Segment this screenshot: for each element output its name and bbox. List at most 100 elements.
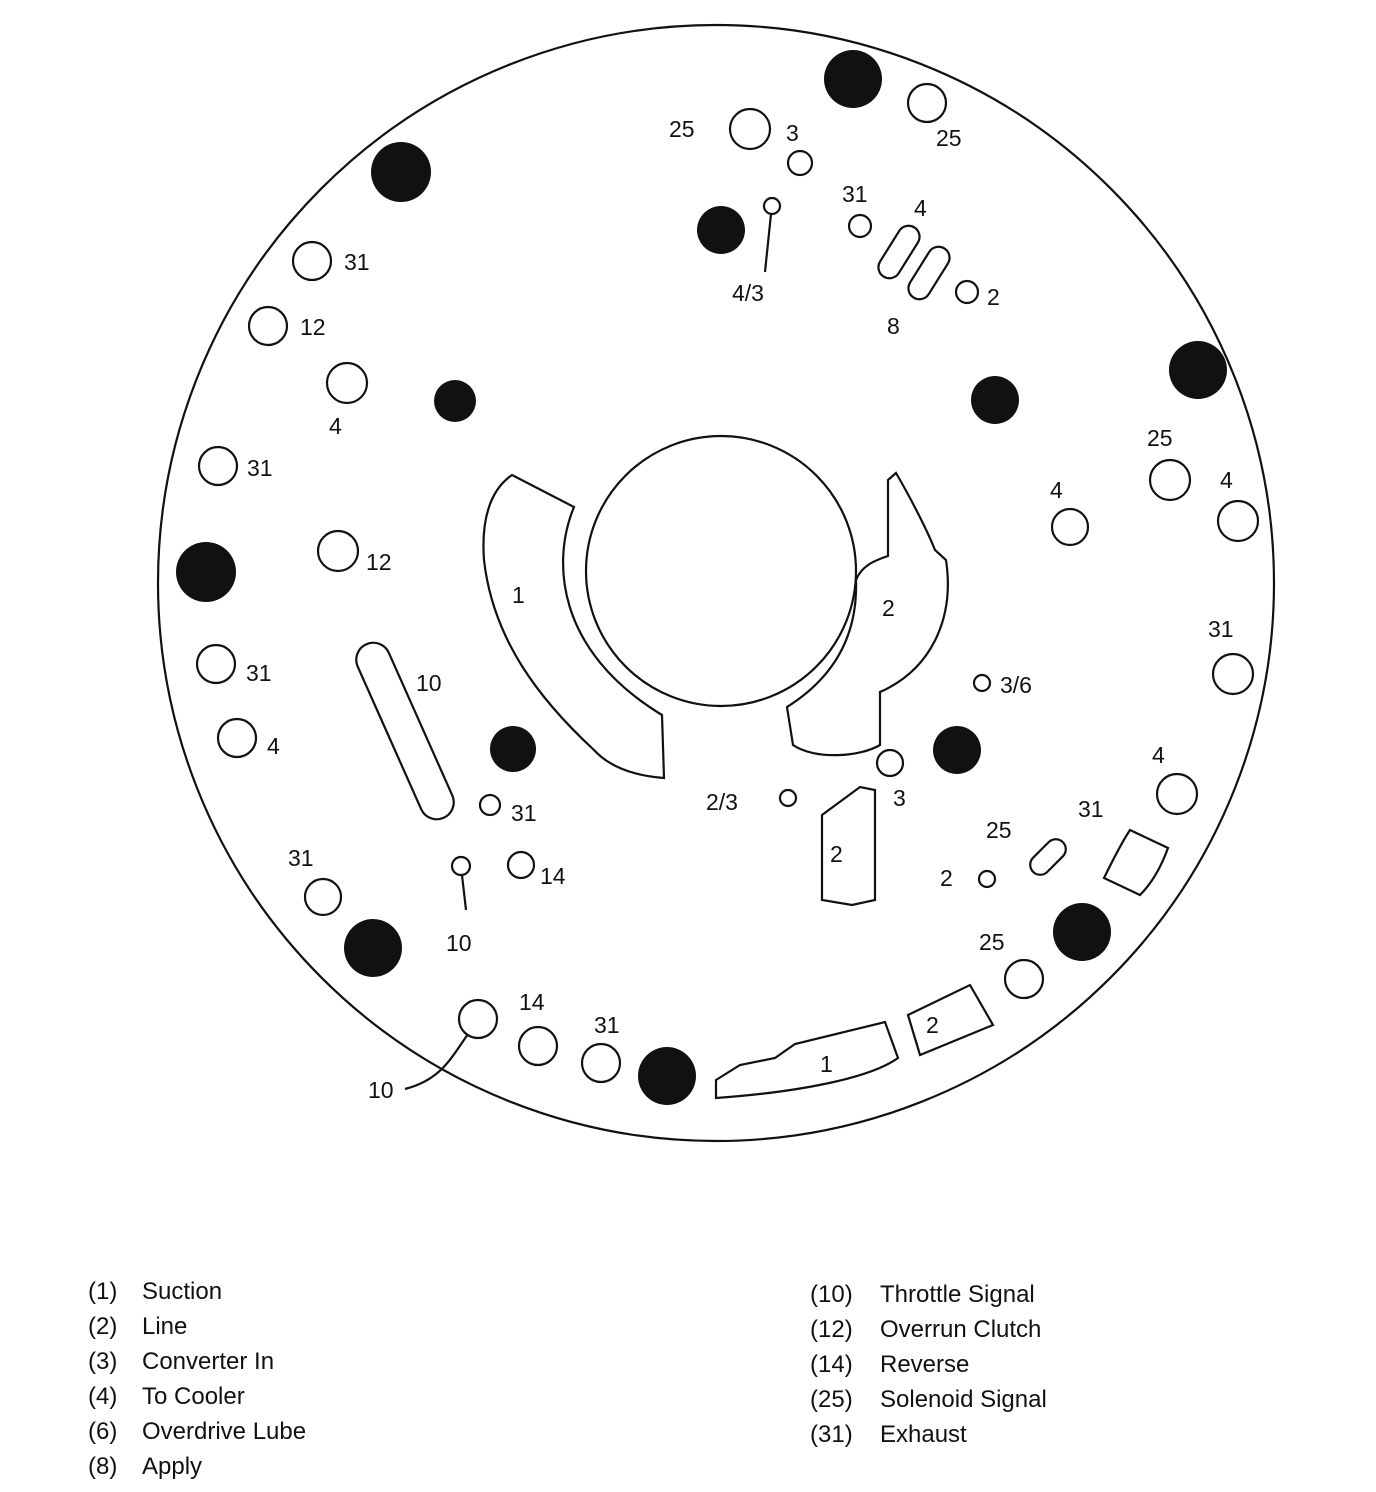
port-label: 4	[1152, 742, 1165, 768]
legend-item: (4) To Cooler	[88, 1379, 306, 1414]
legend-name: To Cooler	[142, 1382, 245, 1410]
port-label: 4	[1220, 467, 1233, 493]
hole	[506, 850, 536, 880]
hole	[580, 1042, 622, 1084]
slot-exhaust-right	[1102, 828, 1170, 897]
bolt-hole	[434, 380, 476, 422]
port-label: 3	[893, 785, 906, 811]
legend-item: (31) Exhaust	[810, 1417, 1047, 1452]
hole	[1211, 652, 1255, 696]
legend-item: (10)Throttle Signal	[810, 1277, 1047, 1312]
hole	[977, 869, 997, 889]
port-label: 31	[288, 845, 314, 871]
port-suction-bottom	[714, 1020, 900, 1100]
port-label: 2	[987, 284, 1000, 310]
hole	[316, 529, 360, 573]
hole	[778, 788, 798, 808]
port-label: 31	[247, 455, 273, 481]
port-labels: 25 3 25 31 4 4/3 2 8 31 12 4 31 12 31 4 …	[246, 116, 1234, 1103]
valve-body-plate-diagram: 25 3 25 31 4 4/3 2 8 31 12 4 31 12 31 4 …	[156, 23, 1276, 1143]
legend-code: (1)	[88, 1277, 118, 1305]
hole	[216, 717, 258, 759]
hole	[906, 82, 948, 124]
legend-item: (2)Line	[88, 1309, 306, 1344]
port-label: 4	[914, 195, 927, 221]
port-line-bottom	[906, 983, 995, 1057]
leader-line	[460, 874, 468, 911]
hole	[847, 213, 873, 239]
legend-code: (10)	[810, 1280, 853, 1308]
port-label: 2	[882, 595, 895, 621]
port-label: 4	[267, 733, 280, 759]
legend-left: (1)Suction (2)Line (3) Converter In (4) To…	[88, 1274, 306, 1484]
port-label: 2	[940, 865, 953, 891]
legend-item: (8) Apply	[88, 1449, 306, 1484]
port-label: 31	[511, 800, 537, 826]
slot-apply-top	[907, 245, 951, 301]
hole	[517, 1025, 559, 1067]
legend-name: Solenoid Signal	[880, 1385, 1047, 1413]
port-label: 31	[594, 1012, 620, 1038]
port-label: 12	[366, 549, 392, 575]
hole	[972, 673, 992, 693]
port-suction-crescent	[482, 473, 666, 780]
port-label: 10	[446, 930, 472, 956]
hole	[457, 998, 499, 1040]
hole	[1050, 507, 1090, 547]
port-label: 31	[246, 660, 272, 686]
port-label: 1	[820, 1051, 833, 1077]
legend-item: (25)Solenoid Signal	[810, 1382, 1047, 1417]
legend-name: Apply	[142, 1452, 203, 1480]
legend-code: (31)	[810, 1420, 853, 1448]
legend-item: (3) Converter In	[88, 1344, 306, 1379]
port-line-lower	[820, 785, 877, 907]
plate-outline	[156, 23, 1276, 1143]
bolt-hole	[1053, 903, 1111, 961]
bolt-hole	[490, 726, 536, 772]
port-label: 4/3	[732, 280, 764, 306]
legend-name: Overdrive Lube	[142, 1417, 307, 1445]
port-label: 25	[936, 125, 962, 151]
bolt-holes	[176, 50, 1227, 1105]
port-label: 31	[1078, 796, 1104, 822]
port-label: 14	[540, 863, 566, 889]
legend-name: Exhaust	[880, 1420, 967, 1448]
legend-item: (6) Overdrive Lube	[88, 1414, 306, 1449]
hole	[450, 855, 472, 877]
legend-code: (6)	[88, 1417, 118, 1445]
port-label: 2/3	[706, 789, 738, 815]
legend-code: (8)	[88, 1452, 118, 1480]
port-label: 10	[368, 1077, 394, 1103]
legend-item: (1)Suction	[88, 1274, 306, 1309]
port-label: 12	[300, 314, 326, 340]
port-label: 25	[986, 817, 1012, 843]
hole	[1216, 499, 1260, 543]
port-line-crescent	[785, 471, 949, 757]
hole	[1148, 458, 1192, 502]
legend-name: Converter In	[142, 1347, 275, 1375]
hole	[478, 793, 502, 817]
legend-code: (4)	[88, 1382, 118, 1410]
hole	[195, 643, 237, 685]
port-label: 31	[1208, 616, 1234, 642]
port-label: 10	[416, 670, 442, 696]
leader-line	[404, 1033, 469, 1091]
hole	[954, 279, 980, 305]
port-label: 1	[512, 582, 525, 608]
port-label: 31	[344, 249, 370, 275]
open-ports	[195, 82, 1260, 1084]
bolt-hole	[371, 142, 431, 202]
legend-name: Overrun Clutch	[880, 1315, 1042, 1343]
port-label: 4	[329, 413, 342, 439]
hole	[325, 361, 369, 405]
legend-code: (3)	[88, 1347, 118, 1375]
legend-code: (12)	[810, 1315, 853, 1343]
hole	[1003, 958, 1045, 1000]
port-label: 25	[979, 929, 1005, 955]
center-bore	[584, 434, 858, 708]
leader-lines	[404, 213, 773, 1091]
port-label: 2	[926, 1012, 939, 1038]
hole	[875, 748, 905, 778]
port-label: 14	[519, 989, 545, 1015]
legend-item: (12) Overrun Clutch	[810, 1312, 1047, 1347]
